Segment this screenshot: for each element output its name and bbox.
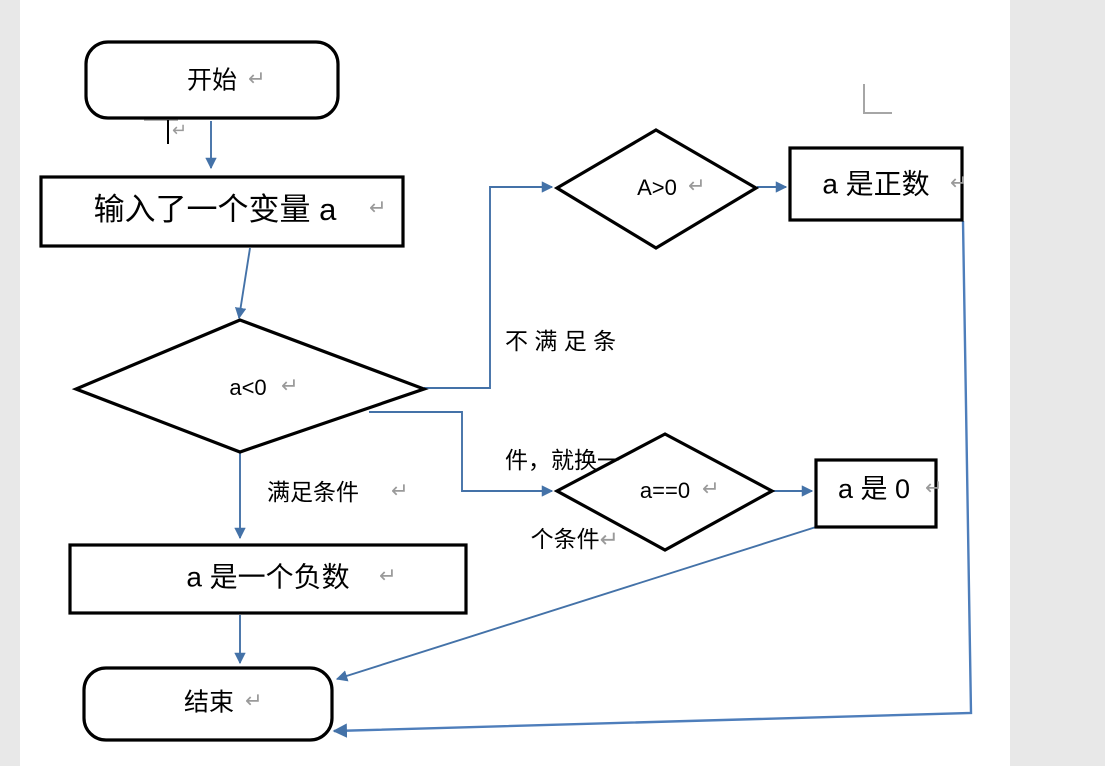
node-cond-pos-label: A>0 bbox=[637, 175, 677, 200]
node-out-pos-label: a 是正数 bbox=[822, 168, 929, 199]
pilcrow-icon-not-satisfied: ↵ bbox=[599, 525, 619, 552]
node-end-label: 结束 bbox=[184, 689, 234, 717]
pilcrow-icon-cond-pos: ↵ bbox=[688, 175, 706, 198]
pilcrow-icon-out-neg: ↵ bbox=[379, 565, 397, 588]
edge-cond-neg-to-cond-pos bbox=[424, 181, 554, 389]
edge-label-satisfied: 满足条件 bbox=[267, 479, 359, 505]
node-input-label: 输入了一个变量 a bbox=[94, 192, 338, 227]
node-out-neg-label: a 是一个负数 bbox=[186, 561, 349, 592]
edge-label-not-satisfied: 不 满 足 条 件，就换一 个条件↵ bbox=[505, 243, 620, 599]
pilcrow-caret-icon: ↵ bbox=[172, 120, 187, 140]
node-input[interactable] bbox=[39, 175, 405, 248]
pilcrow-icon-satisfied: ↵ bbox=[391, 480, 409, 503]
node-start[interactable] bbox=[84, 40, 340, 120]
edge-input-to-cond-neg bbox=[234, 247, 251, 320]
node-out-pos[interactable] bbox=[788, 146, 964, 222]
edge-label-not-satisfied-line1: 不 满 足 条 bbox=[505, 328, 617, 355]
node-out-neg[interactable] bbox=[68, 543, 468, 615]
node-cond-zero-label: a==0 bbox=[640, 478, 690, 503]
node-cond-neg[interactable] bbox=[71, 318, 429, 454]
pilcrow-icon-out-pos: ↵ bbox=[950, 172, 968, 195]
node-out-zero-label: a 是 0 bbox=[838, 474, 910, 504]
pilcrow-icon-out-zero: ↵ bbox=[925, 477, 943, 500]
edge-out-pos-to-end bbox=[332, 220, 973, 738]
page-margin-corner-icon bbox=[863, 84, 892, 114]
edge-label-not-satisfied-line2: 件，就换一 bbox=[505, 446, 620, 473]
pilcrow-icon-start: ↵ bbox=[248, 68, 266, 91]
node-cond-neg-label: a<0 bbox=[229, 375, 266, 400]
node-out-zero[interactable] bbox=[814, 458, 938, 529]
edge-label-not-satisfied-line3: 个条件 bbox=[530, 525, 600, 552]
node-end[interactable] bbox=[82, 666, 334, 742]
pilcrow-icon-cond-neg: ↵ bbox=[281, 375, 299, 398]
node-cond-zero[interactable] bbox=[553, 432, 776, 552]
node-start-label: 开始 bbox=[187, 67, 237, 95]
pilcrow-icon-cond-zero: ↵ bbox=[702, 478, 720, 501]
pilcrow-icon-end: ↵ bbox=[245, 690, 263, 713]
edge-cond-neg-to-cond-zero bbox=[369, 411, 554, 497]
edge-out-zero-to-end bbox=[335, 526, 817, 682]
pilcrow-icon-input: ↵ bbox=[369, 197, 387, 220]
node-cond-pos[interactable] bbox=[553, 128, 760, 250]
